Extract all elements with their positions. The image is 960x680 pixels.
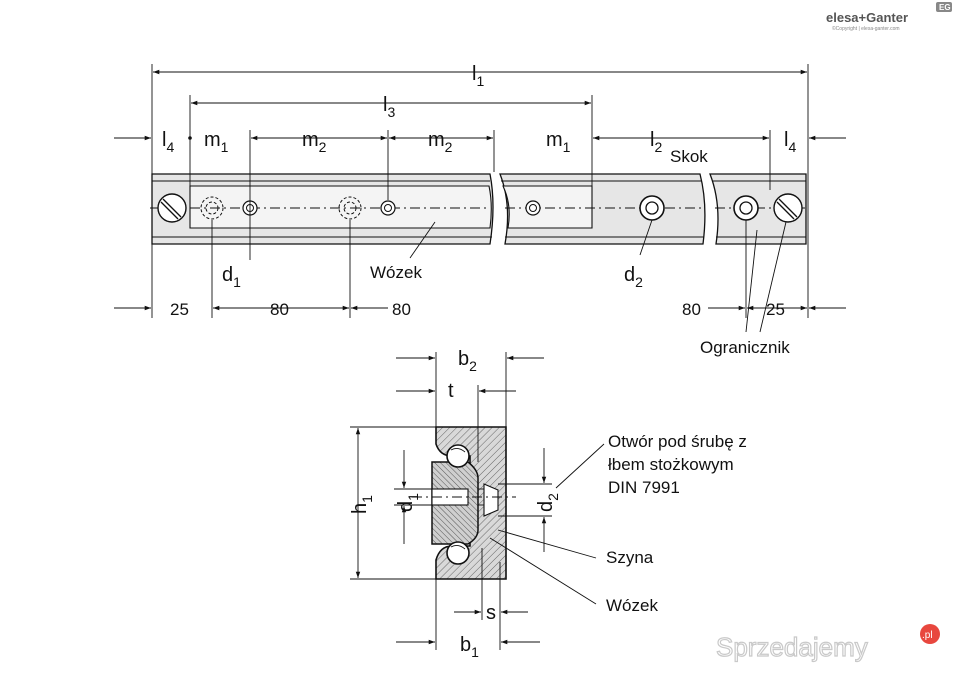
dim-m2-a-label: m2: [302, 129, 327, 155]
brand-logo-text: elesa+Ganter: [826, 10, 908, 25]
stopper-label: Ogranicznik: [700, 338, 790, 357]
callout-rail: Szyna: [606, 548, 654, 567]
hidden-hole-2-icon: [338, 196, 362, 220]
carriage-label-top: Wózek: [370, 263, 422, 282]
dim-d2-section-label: d2: [535, 493, 561, 512]
dim-l1-label: l1: [472, 63, 484, 89]
dim-b1-label: b1: [460, 634, 479, 660]
brand-copyright: ©Copyright | elesa-ganter.com: [832, 25, 900, 32]
rail-hole-2-icon: [733, 195, 759, 221]
dim-m1-right-label: m1: [546, 129, 571, 155]
dim-bottom-2: 80: [270, 300, 289, 319]
stopper-screw-right-icon: [773, 193, 803, 223]
brand-logo: elesa+Ganter ©Copyright | elesa-ganter.c…: [826, 2, 952, 32]
dim-b2-label: b2: [458, 348, 477, 374]
carriage-left-part: [189, 185, 492, 229]
callout-screw-line2: łbem stożkowym: [608, 455, 734, 474]
dim-l4-right-label: l4: [784, 129, 796, 155]
carriage-hole-3-icon: [525, 200, 541, 216]
dim-l2-label: l2: [650, 129, 662, 155]
dim-bottom-4: 80: [682, 300, 701, 319]
stopper-screw-left-icon: [157, 193, 187, 223]
rail-hole-1-icon: [639, 195, 665, 221]
dim-bottom-5: 25: [766, 300, 785, 319]
brand-badge-text: EG: [939, 3, 951, 12]
top-dimensions: [114, 64, 846, 333]
hidden-hole-1-icon: [200, 196, 224, 220]
carriage-right-part: [502, 185, 593, 229]
dim-m1-left-label: m1: [204, 129, 229, 155]
section-dimensions: [350, 352, 605, 650]
brand-badge-icon: [936, 2, 952, 12]
countersunk-hole-icon: [483, 483, 499, 517]
dim-t-label: t: [448, 380, 454, 402]
watermark-tld: .pl: [922, 630, 933, 641]
callout-screw-line1: Otwór pod śrubę z: [608, 432, 747, 451]
dim-bottom-3: 80: [392, 300, 411, 319]
stroke-label: Skok: [670, 147, 708, 166]
carriage-hole-2-icon: [380, 200, 396, 216]
dim-l4-left-label: l4: [162, 129, 174, 155]
watermark-dot-icon: [920, 624, 940, 644]
watermark: Sprzedajemy .pl: [715, 624, 940, 663]
cross-section-view: [412, 426, 516, 580]
hole-d1-label: d1: [222, 264, 241, 290]
dim-m2-b-label: m2: [428, 129, 453, 155]
hole-d2-label: d2: [624, 264, 643, 290]
watermark-text: Sprzedajemy: [716, 632, 868, 662]
rail-top-view: [150, 173, 808, 245]
dim-l3-label: l3: [383, 94, 395, 120]
dim-bottom-1: 25: [170, 300, 189, 319]
callout-screw-line3: DIN 7991: [608, 478, 680, 497]
callout-carriage: Wózek: [606, 596, 658, 615]
dim-d1-section-label: d1: [395, 493, 421, 512]
dim-h1-label: h1: [349, 495, 375, 514]
dim-s-label: s: [486, 602, 496, 624]
